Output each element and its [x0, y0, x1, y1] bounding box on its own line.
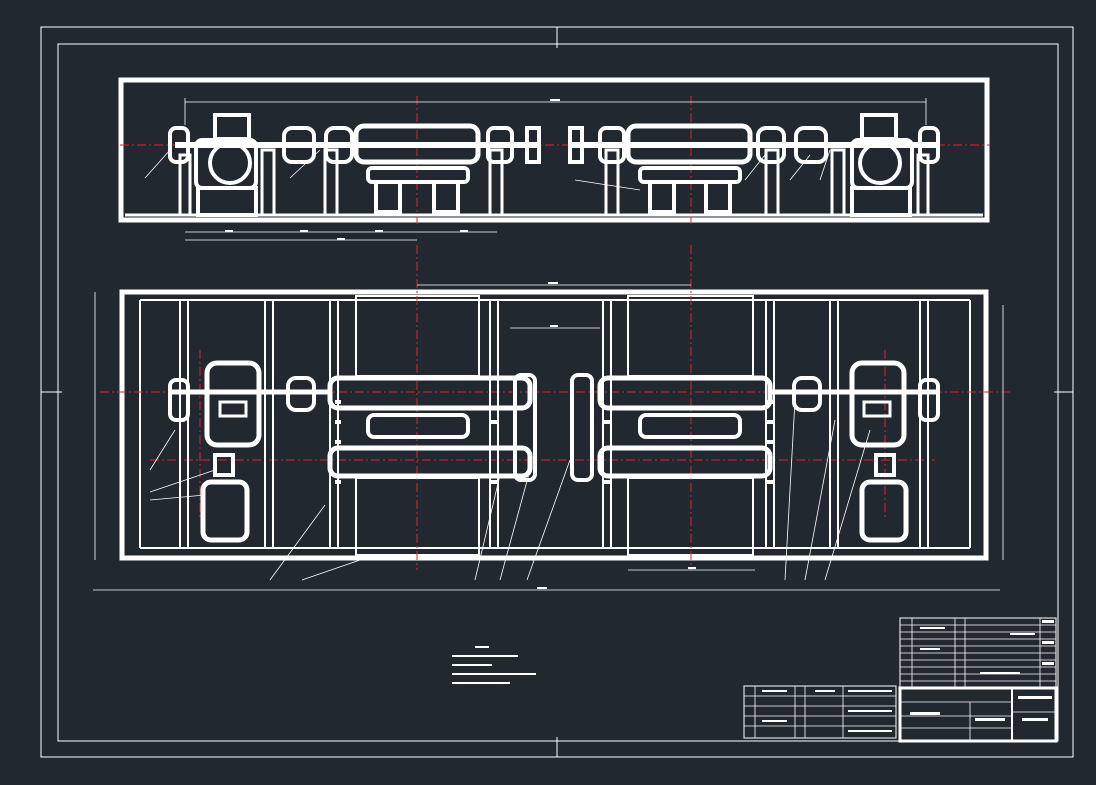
- plan-view: [93, 245, 1010, 591]
- top-view: [118, 77, 990, 241]
- sheet-border: [40, 26, 1074, 758]
- revision-table: [743, 685, 897, 739]
- technical-notes: [452, 646, 536, 684]
- title-block: [898, 686, 1058, 743]
- parts-list: [899, 617, 1057, 689]
